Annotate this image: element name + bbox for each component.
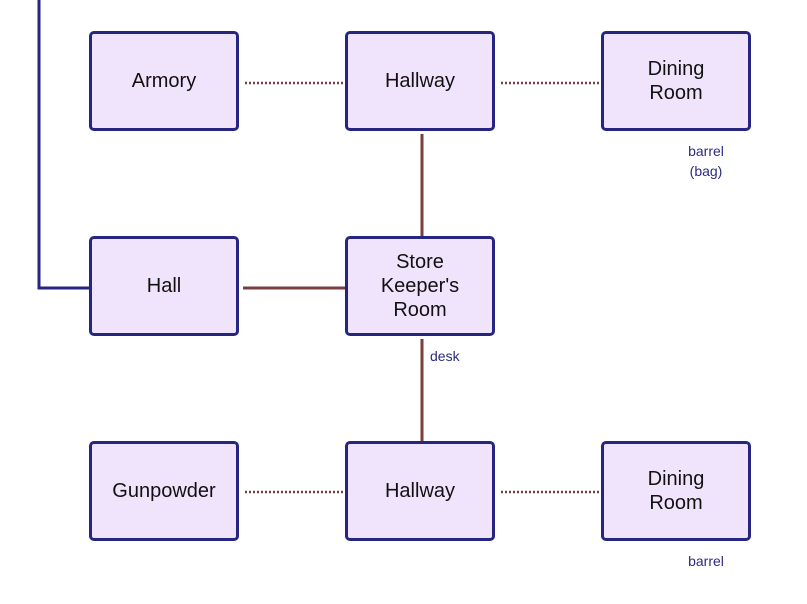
room-dining-bottom[interactable]: Dining Room (601, 441, 751, 541)
room-label: Armory (131, 70, 197, 92)
room-hallway-top[interactable]: Hallway (345, 31, 495, 131)
room-label: Hallway (384, 70, 456, 92)
room-armory[interactable]: Armory (89, 31, 239, 131)
item-label-store-keeper: desk (430, 348, 460, 364)
room-label: Dining Room (647, 468, 705, 514)
item-label-dining-top: barrel (bag) (688, 143, 724, 179)
room-hallway-bottom[interactable]: Hallway (345, 441, 495, 541)
room-label: Hallway (384, 480, 456, 502)
room-store-keeper[interactable]: Store Keeper's Room (345, 236, 495, 336)
room-hall[interactable]: Hall (89, 236, 239, 336)
room-label: Store Keeper's Room (380, 251, 460, 321)
room-label: Dining Room (647, 58, 705, 104)
room-gunpowder[interactable]: Gunpowder (89, 441, 239, 541)
room-label: Gunpowder (112, 480, 216, 502)
room-dining-top[interactable]: Dining Room (601, 31, 751, 131)
item-label-dining-bottom: barrel (688, 553, 724, 569)
room-label: Hall (146, 275, 182, 297)
external-link-to-hall (37, 0, 89, 290)
